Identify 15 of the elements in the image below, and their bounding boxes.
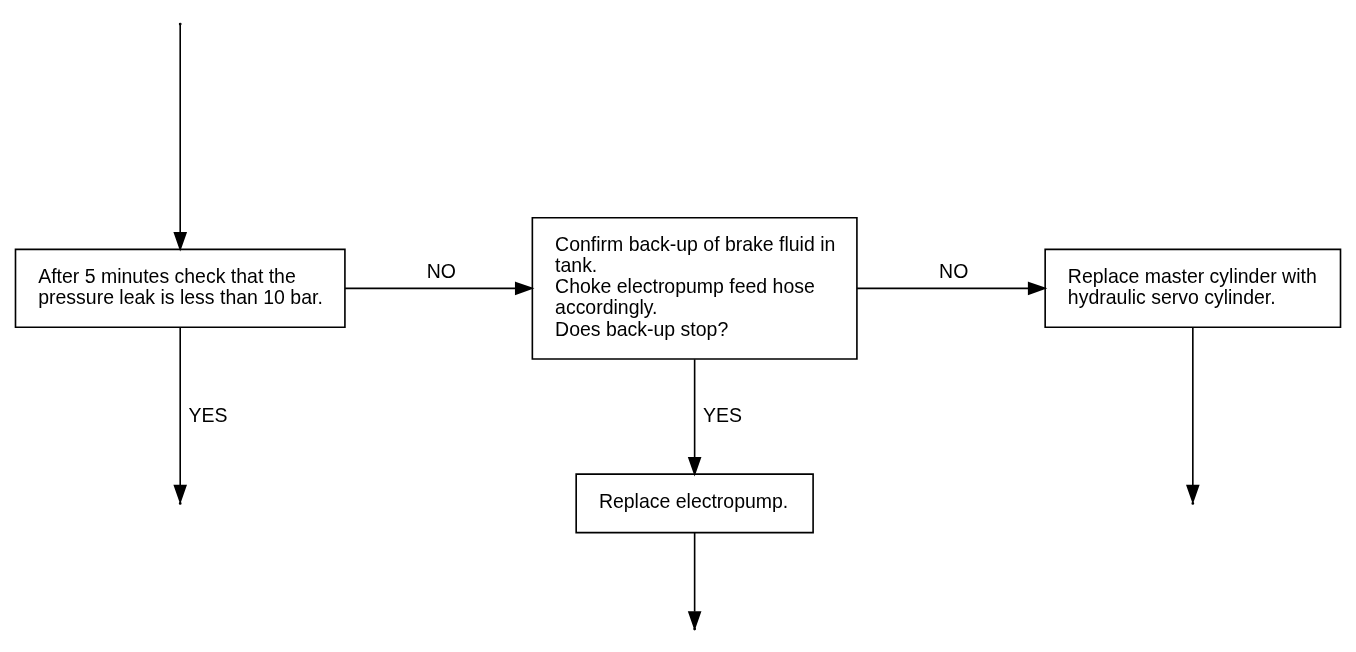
arrow xyxy=(173,326,188,504)
edge-label: YES xyxy=(188,403,228,426)
arrow xyxy=(344,281,535,295)
node-box: Confirm back-up of brake fluid in tank. Choke electropump feed hose accordingly. Does back-up stop? xyxy=(531,216,858,360)
node-box: Replace master cylinder with hydraulic servo cylinder. xyxy=(1044,248,1342,328)
arrow xyxy=(1186,326,1200,504)
arrow xyxy=(173,23,188,252)
node-box: Replace electropump. xyxy=(575,472,814,533)
edge-label: NO xyxy=(939,259,969,282)
node-box: After 5 minutes check that the pressure leak is less than 10 bar. xyxy=(14,248,346,328)
edge-label: YES xyxy=(703,403,742,426)
arrow xyxy=(856,281,1048,295)
edge-label: NO xyxy=(426,259,456,282)
arrow xyxy=(687,358,702,476)
arrow xyxy=(687,531,702,631)
